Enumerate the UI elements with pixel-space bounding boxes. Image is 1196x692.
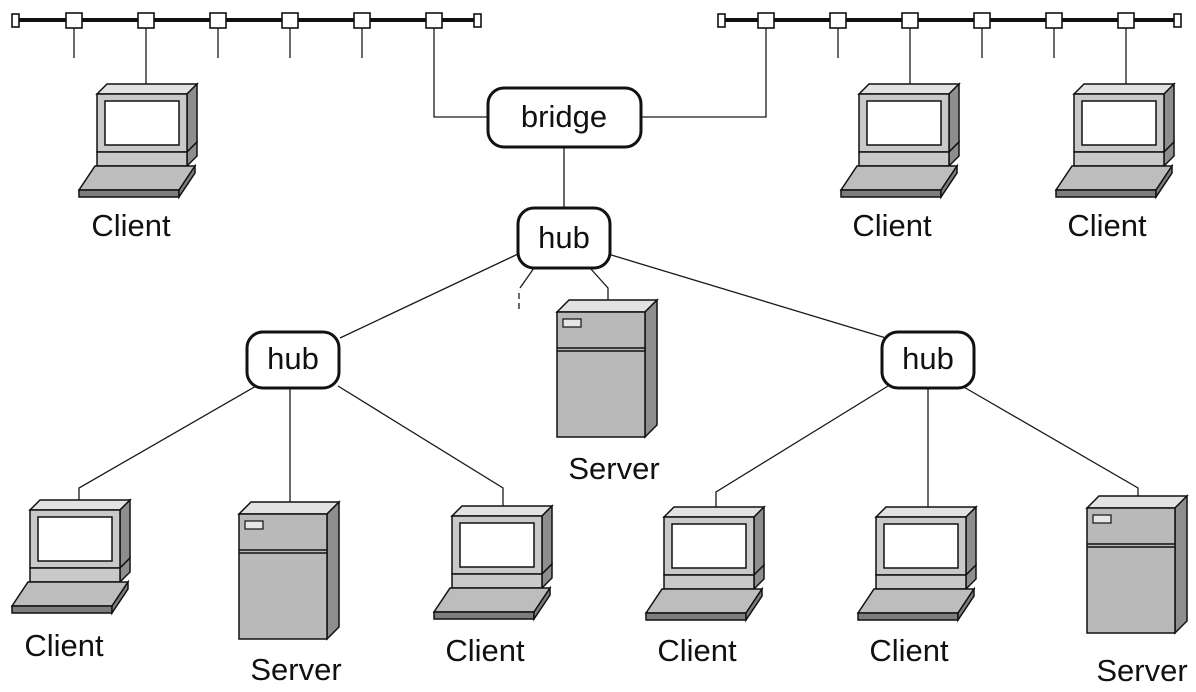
hub-left-label: hub xyxy=(267,341,319,376)
client-label: Client xyxy=(869,633,949,668)
client-label: Client xyxy=(657,633,737,668)
server-label: Server xyxy=(1096,653,1187,688)
server-tower-icon xyxy=(238,501,340,640)
hub-node-left: hub xyxy=(245,330,341,390)
client-label: Client xyxy=(445,633,525,668)
client-computer-icon xyxy=(433,505,553,620)
server-label: Server xyxy=(250,652,341,687)
client-computer-icon xyxy=(857,506,977,621)
client-computer-icon xyxy=(645,506,765,621)
hub-top-label: hub xyxy=(538,220,590,255)
hub-node-right: hub xyxy=(880,330,976,390)
client-label: Client xyxy=(1067,208,1147,243)
client-label: Client xyxy=(24,628,104,663)
hub-right-label: hub xyxy=(902,341,954,376)
client-computer-icon xyxy=(11,499,131,614)
hub-node-top: hub xyxy=(516,206,612,270)
server-label: Server xyxy=(568,451,659,486)
server-tower-icon xyxy=(1086,495,1188,634)
right-network-bus xyxy=(717,12,1182,58)
left-network-bus xyxy=(11,12,482,58)
client-computer-icon xyxy=(78,83,198,198)
server-tower-icon xyxy=(556,299,658,438)
bridge-node: bridge xyxy=(486,86,643,149)
client-computer-icon xyxy=(1055,83,1175,198)
client-label: Client xyxy=(852,208,932,243)
client-computer-icon xyxy=(840,83,960,198)
connection-wires xyxy=(78,28,1139,507)
client-label: Client xyxy=(91,208,171,243)
bridge-label: bridge xyxy=(521,99,607,134)
